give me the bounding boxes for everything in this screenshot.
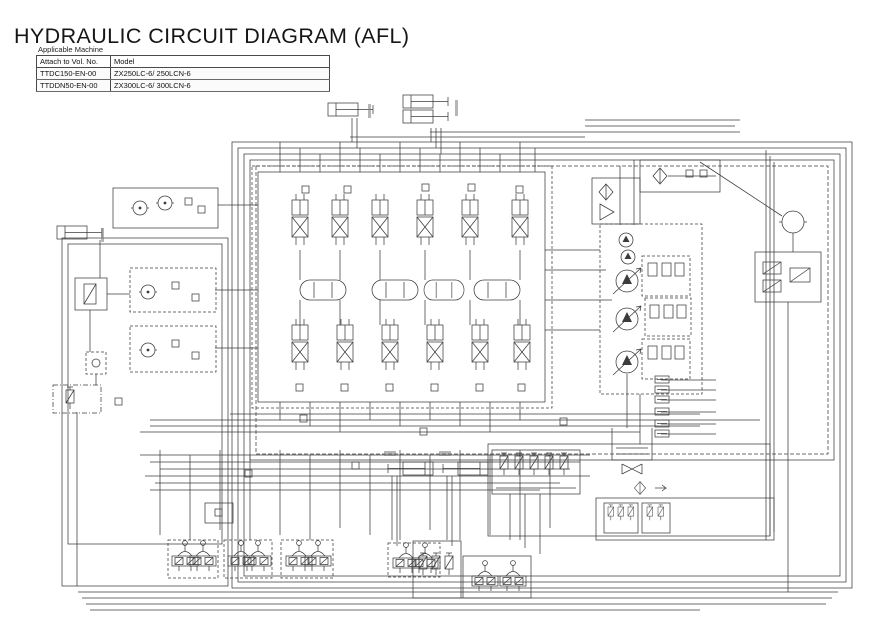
cell-vol-2: TTDDN50-EN-00 [36, 79, 111, 92]
table-header-row: Attach to Vol. No. Model [36, 55, 330, 68]
attachment-cylinder [56, 225, 104, 242]
pump-regulator [644, 297, 692, 337]
arm-cylinder [327, 102, 374, 118]
bottom-cylinder-2 [439, 451, 489, 476]
watermark [60, 236, 868, 388]
page-title: HYDRAULIC CIRCUIT DIAGRAM (AFL) [14, 24, 410, 49]
cell-model-2: ZX300LC-6/ 300LCN-6 [110, 79, 330, 92]
swing-motor-circuit [112, 187, 219, 229]
pilot-control-valves [167, 539, 441, 579]
return-filter [639, 159, 721, 193]
main-control-valve [251, 165, 553, 409]
fan-motor [779, 210, 807, 234]
pilot-block-bottom [462, 555, 532, 599]
boom-cylinders [402, 94, 458, 124]
fan-valve-block [754, 251, 822, 303]
bottom-cylinder-1 [384, 451, 434, 476]
check-valve-block [204, 502, 234, 524]
table-row: TTDDN50-EN-00 ZX300LC-6/ 300LCN-6 [36, 79, 330, 92]
pump-device [599, 223, 703, 438]
pilot-shutoff-valve [74, 277, 108, 311]
solenoid-valve-bank-2 [603, 502, 671, 534]
pump-regulator [641, 338, 691, 380]
accumulator [85, 351, 107, 375]
piping-network [61, 118, 853, 611]
travel-motor-circuit-right [129, 325, 217, 373]
solenoid-block-bottom [412, 540, 462, 599]
solenoid-valve-bank [491, 449, 581, 495]
oil-cooler [591, 177, 641, 225]
pump-regulator [641, 255, 691, 297]
hydraulic-tank [611, 427, 653, 495]
solenoid-unit-left [52, 384, 102, 414]
applicable-machine-table: Applicable Machine Attach to Vol. No. Mo… [36, 45, 330, 92]
travel-motor-circuit-left [129, 267, 217, 313]
table-caption: Applicable Machine [38, 45, 104, 54]
